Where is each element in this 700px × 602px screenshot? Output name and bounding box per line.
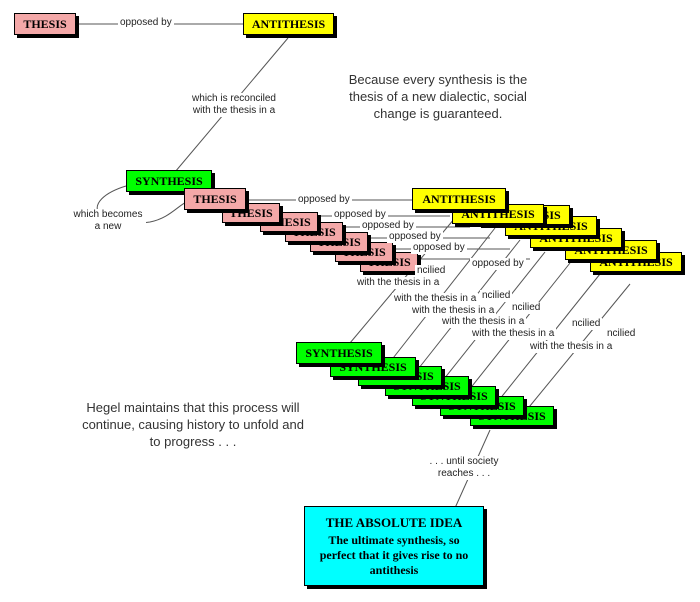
until-society-label: . . . until society reaches . . . (422, 456, 506, 480)
absolute-idea-node: THE ABSOLUTE IDEA The ultimate synthesis… (304, 506, 484, 586)
thesis-node: THESIS (14, 13, 76, 35)
synthesis-node: SYNTHESIS (126, 170, 212, 192)
reconciled-fragment: ncilied (510, 302, 543, 314)
opposed-by-label: opposed by (332, 209, 388, 221)
reconciled-fragment: ncilied (570, 318, 603, 330)
antithesis-node: ANTITHESIS (412, 188, 506, 210)
which-becomes-label: which becomes a new (70, 209, 146, 233)
opposed-by-label: opposed by (411, 242, 467, 254)
reconciled-fragment: with the thesis in a (410, 305, 497, 317)
thesis-node: THESIS (184, 188, 246, 210)
opposed-by-label: opposed by (360, 220, 416, 232)
reconciled-fragment: with the thesis in a (470, 328, 557, 340)
absolute-idea-title: THE ABSOLUTE IDEA (325, 514, 463, 530)
dialectic-note: Because every synthesis is the thesis of… (348, 72, 528, 121)
absolute-idea-description: The ultimate synthesis, so perfect that … (319, 532, 469, 577)
reconciled-label: which is reconciled with the thesis in a (180, 93, 288, 117)
reconciled-fragment: ncilied (480, 290, 513, 302)
reconciled-fragment: ncilied (605, 328, 638, 340)
reconciled-fragment: ncilied (415, 265, 448, 277)
reconciled-fragment: with the thesis in a (440, 316, 527, 328)
reconciled-fragment: with the thesis in a (528, 341, 615, 353)
opposed-by-label: opposed by (296, 194, 352, 206)
hegel-note: Hegel maintains that this process will c… (82, 400, 304, 449)
synthesis-node: SYNTHESIS (296, 342, 382, 364)
reconciled-fragment: with the thesis in a (392, 293, 479, 305)
opposed-by-label: opposed by (387, 231, 443, 243)
opposed-by-label: opposed by (118, 17, 174, 29)
opposed-by-label: opposed by (470, 258, 526, 270)
antithesis-node: ANTITHESIS (243, 13, 334, 35)
reconciled-fragment: with the thesis in a (355, 277, 442, 289)
